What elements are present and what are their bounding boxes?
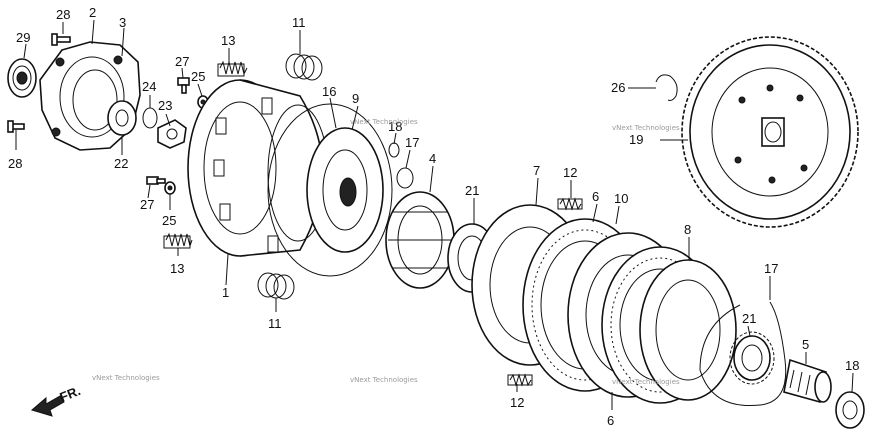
callout-18: 18 [845,358,859,373]
leader-lines [15,19,854,410]
callout-1: 1 [222,285,229,300]
callout-22: 22 [114,156,128,171]
part-12-spring-bottom [507,373,533,387]
part-11-spring-bottom [257,272,295,300]
part-26-snap-ring [655,74,678,101]
callout-5: 5 [802,337,809,352]
callout-25-top: 25 [191,69,205,84]
callout-27-bottom: 27 [140,197,154,212]
callout-23: 23 [158,98,172,113]
part-14-seal-ring [396,167,414,189]
part-18-thrust-bearing [835,391,865,429]
callout-29: 29 [16,30,30,45]
callout-11-top: 11 [292,15,306,30]
front-direction-indicator: FR. [30,383,83,417]
callout-10: 9 [352,91,359,106]
callout-14: 17 [405,135,419,150]
callout-25-bottom: 25 [162,213,176,228]
watermark-3: vNext Technologies [92,374,160,382]
watermark-1: vNext Technologies [350,118,418,126]
part-16-piston [306,127,384,253]
callout-7: 7 [533,163,540,178]
callout-19: 19 [629,132,643,147]
watermark-2: vNext Technologies [612,124,680,132]
watermark-4: vNext Technologies [350,376,418,384]
callout-15: 18 [388,119,402,134]
part-12-spring-top [557,197,583,211]
callout-12-top: 12 [563,165,577,180]
part-1-clutch-drum [187,79,329,257]
part-5-needle-bearing [783,358,832,404]
part-19-large-gear [681,36,859,228]
callout-17: 17 [764,261,778,276]
callout-labels: 28 2 3 29 28 22 24 23 27 27 25 25 13 13 … [8,5,859,428]
callout-2: 2 [89,5,96,20]
callout-4: 4 [429,151,436,166]
part-24-snap-ring [142,107,158,129]
callout-13-top: 13 [221,33,235,48]
callout-28-bottom: 28 [8,156,22,171]
callout-6-bottom: 6 [607,413,614,428]
part-25-washer-bottom [164,181,176,195]
part-27-bolt-bottom [146,176,166,185]
callout-6-top: 6 [592,189,599,204]
part-29-bearing [7,58,37,98]
callout-9: 10 [614,191,628,206]
callout-11-bottom: 11 [268,316,282,331]
part-10-spring-retainer [267,103,393,277]
watermark-5: vNext Technologies [612,378,680,386]
callout-12-bottom: 12 [510,395,524,410]
part-28-bolt-bottom [7,120,25,133]
callout-26: 26 [611,80,625,95]
callout-13-bottom: 13 [170,261,184,276]
part-21-gear [729,331,775,385]
callout-24: 24 [142,79,156,94]
part-22-gear [107,100,137,136]
callout-27-top: 27 [175,54,189,69]
arrow-icon [30,395,65,417]
callout-3: 3 [119,15,126,30]
callout-28-top: 28 [56,7,70,22]
watermarks: vNext Technologies vNext Technologies vN… [92,118,680,386]
part-11-spring-top [285,53,323,81]
part-13-spring-bottom [163,232,193,249]
part-13-spring-top [217,60,248,77]
part-23-thrust-washer [157,119,187,149]
callout-21: 21 [742,311,756,326]
part-4-one-way-clutch [385,191,455,289]
direction-label: FR. [58,383,83,405]
callout-16: 16 [322,84,336,99]
part-15-seal-ring [388,142,400,158]
callout-20: 21 [465,183,479,198]
part-17-snap-ring [699,301,787,407]
part-28-bolt-top [51,33,71,46]
part-27-bolt-top [177,77,190,94]
part-8-end-plate [639,259,737,401]
callout-8: 8 [684,222,691,237]
